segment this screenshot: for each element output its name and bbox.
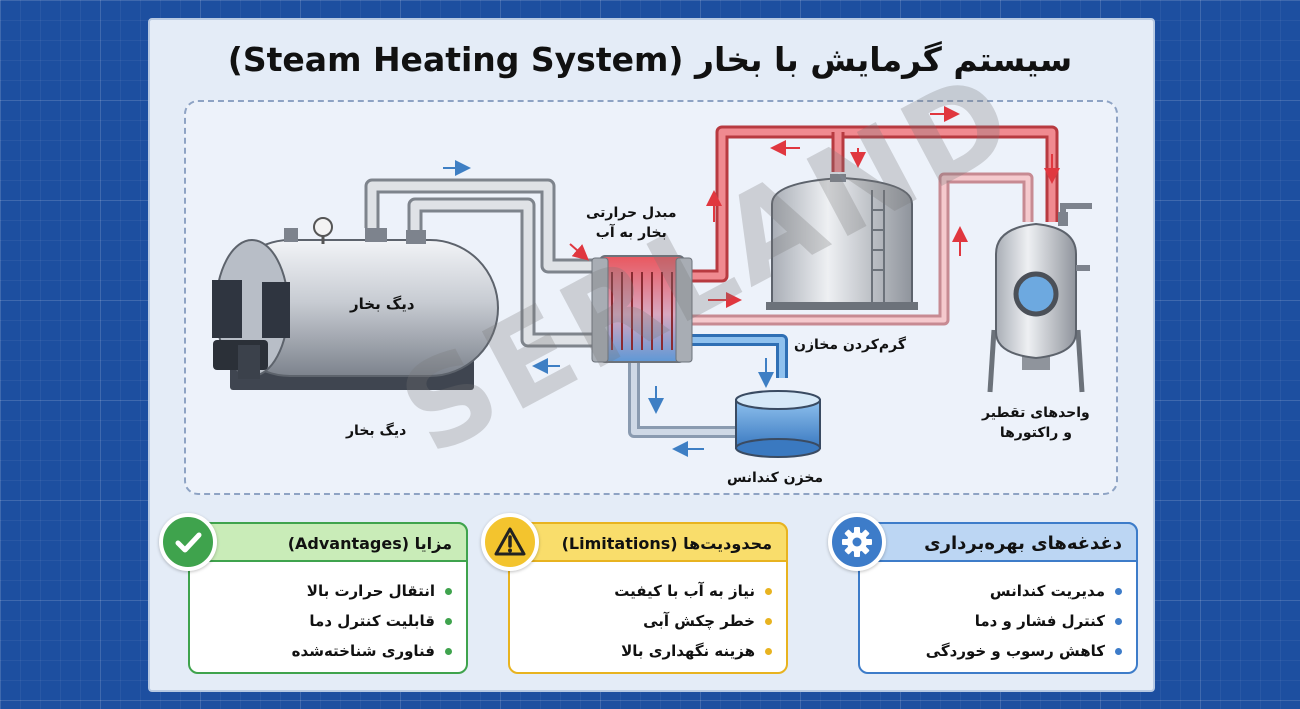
heat-exchanger-graphic <box>591 255 693 363</box>
reactor-graphic <box>987 203 1092 393</box>
list-item: فناوری شناخته‌شده <box>292 636 452 666</box>
advantages-card: مزایا (Advantages) انتقال حرارت بالا قاب… <box>188 522 468 674</box>
list-item: مدیریت کندانس <box>926 576 1122 606</box>
limitations-list: نیاز به آب با کیفیت خطر چکش آبی هزینه نگ… <box>614 576 772 666</box>
operational-concerns-title: دغدغه‌های بهره‌برداری <box>858 522 1138 562</box>
limitations-card: محدودیت‌ها (Limitations) نیاز به آب با ک… <box>508 522 788 674</box>
boiler-body-label: دیگ بخار <box>350 295 415 313</box>
reactor-label-line2: و راکتورها <box>999 425 1072 442</box>
check-icon <box>159 513 217 571</box>
advantages-title: مزایا (Advantages) <box>188 522 468 562</box>
condensate-tank-label: مخزن کندانس <box>727 470 824 486</box>
operational-concerns-list: مدیریت کندانس کنترل فشار و دما کاهش رسوب… <box>926 576 1122 666</box>
heat-exchanger-label: مبدل حرارتی بخار به آب <box>586 203 677 244</box>
list-item: انتقال حرارت بالا <box>292 576 452 606</box>
list-item: کاهش رسوب و خوردگی <box>926 636 1122 666</box>
heat-exchanger-label-line1: مبدل حرارتی <box>586 205 677 221</box>
condensate-pipes <box>628 334 788 438</box>
operational-concerns-card: دغدغه‌های بهره‌برداری مدیریت کندانس کنتر… <box>858 522 1138 674</box>
reactor-label-line1: واحدهای تقطیر <box>982 405 1090 421</box>
list-item: خطر چکش آبی <box>614 606 772 636</box>
storage-tank-graphic <box>766 174 918 310</box>
heat-exchanger-label-line2: بخار به آب <box>595 225 667 242</box>
page-title: سیستم گرمایش با بخار (Steam Heating Syst… <box>227 40 1073 79</box>
gear-icon <box>828 513 886 571</box>
tank-heating-label: گرم‌کردن مخازن <box>794 337 906 353</box>
steam-boiler-graphic <box>212 217 499 390</box>
list-item: هزینه نگهداری بالا <box>614 636 772 666</box>
limitations-title: محدودیت‌ها (Limitations) <box>508 522 788 562</box>
boiler-caption: دیگ بخار <box>346 423 407 439</box>
warning-icon <box>481 513 539 571</box>
list-item: قابلیت کنترل دما <box>292 606 452 636</box>
advantages-list: انتقال حرارت بالا قابلیت کنترل دما فناور… <box>292 576 452 666</box>
list-item: کنترل فشار و دما <box>926 606 1122 636</box>
reactor-label: واحدهای تقطیر و راکتورها <box>982 403 1090 444</box>
steam-pipes <box>364 178 596 348</box>
flow-arrows <box>443 106 1060 457</box>
condensate-tank-graphic <box>735 390 821 458</box>
list-item: نیاز به آب با کیفیت <box>614 576 772 606</box>
